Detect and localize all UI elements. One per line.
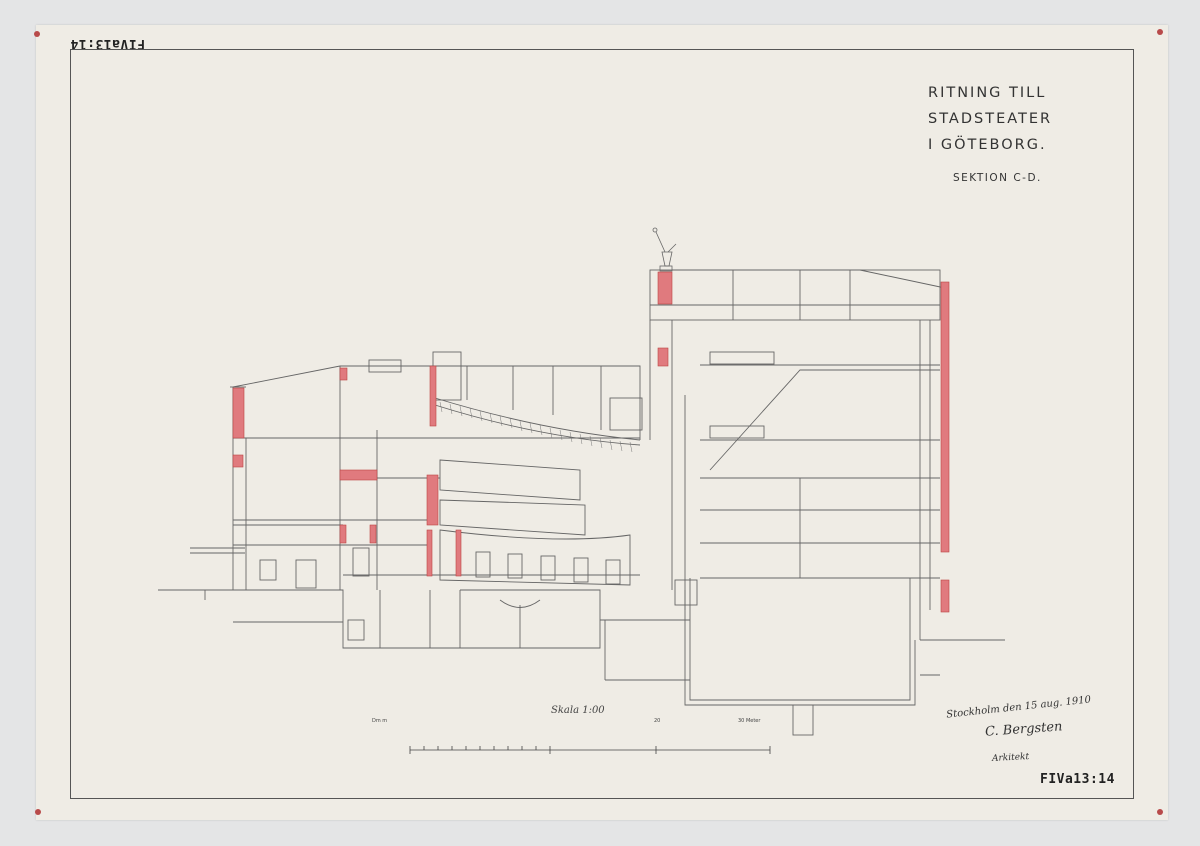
scale-label: Skala 1:00 [551,705,605,716]
signature-title: Arkitekt [991,752,1030,764]
archive-stamp-bottom: FIVa13:14 [1040,772,1115,787]
stage-pit [689,578,911,701]
roof-line [430,365,641,440]
scale-bar [409,746,771,754]
drawing-border [70,49,1134,799]
corner-pin [1157,809,1163,815]
title-line-1: RITNING TILL [928,85,1047,101]
drawing-sheet: FIVa13:14 [34,25,1168,820]
title-block: RITNING TILL STADSTEATER I GÖTEBORG. SEK… [890,80,1052,184]
roof-line [232,365,430,388]
scale-end-label: 30 Meter [738,718,761,724]
basement-outline [342,589,601,649]
corner-pin [34,31,40,37]
section-label: SEKTION C-D. [953,172,1042,184]
statue-icon [652,227,677,272]
title-line-2: STADSTEATER [928,111,1053,127]
ceiling-curve [434,397,641,441]
scale-start-label: Dm m [372,718,388,724]
scale-mid-label: 20 [654,718,661,724]
corner-pin [1157,29,1163,35]
title-line-3: I GÖTEBORG. [928,137,1047,153]
corner-pin [35,809,41,815]
section-cut-fill [232,271,950,613]
outline [232,387,344,640]
